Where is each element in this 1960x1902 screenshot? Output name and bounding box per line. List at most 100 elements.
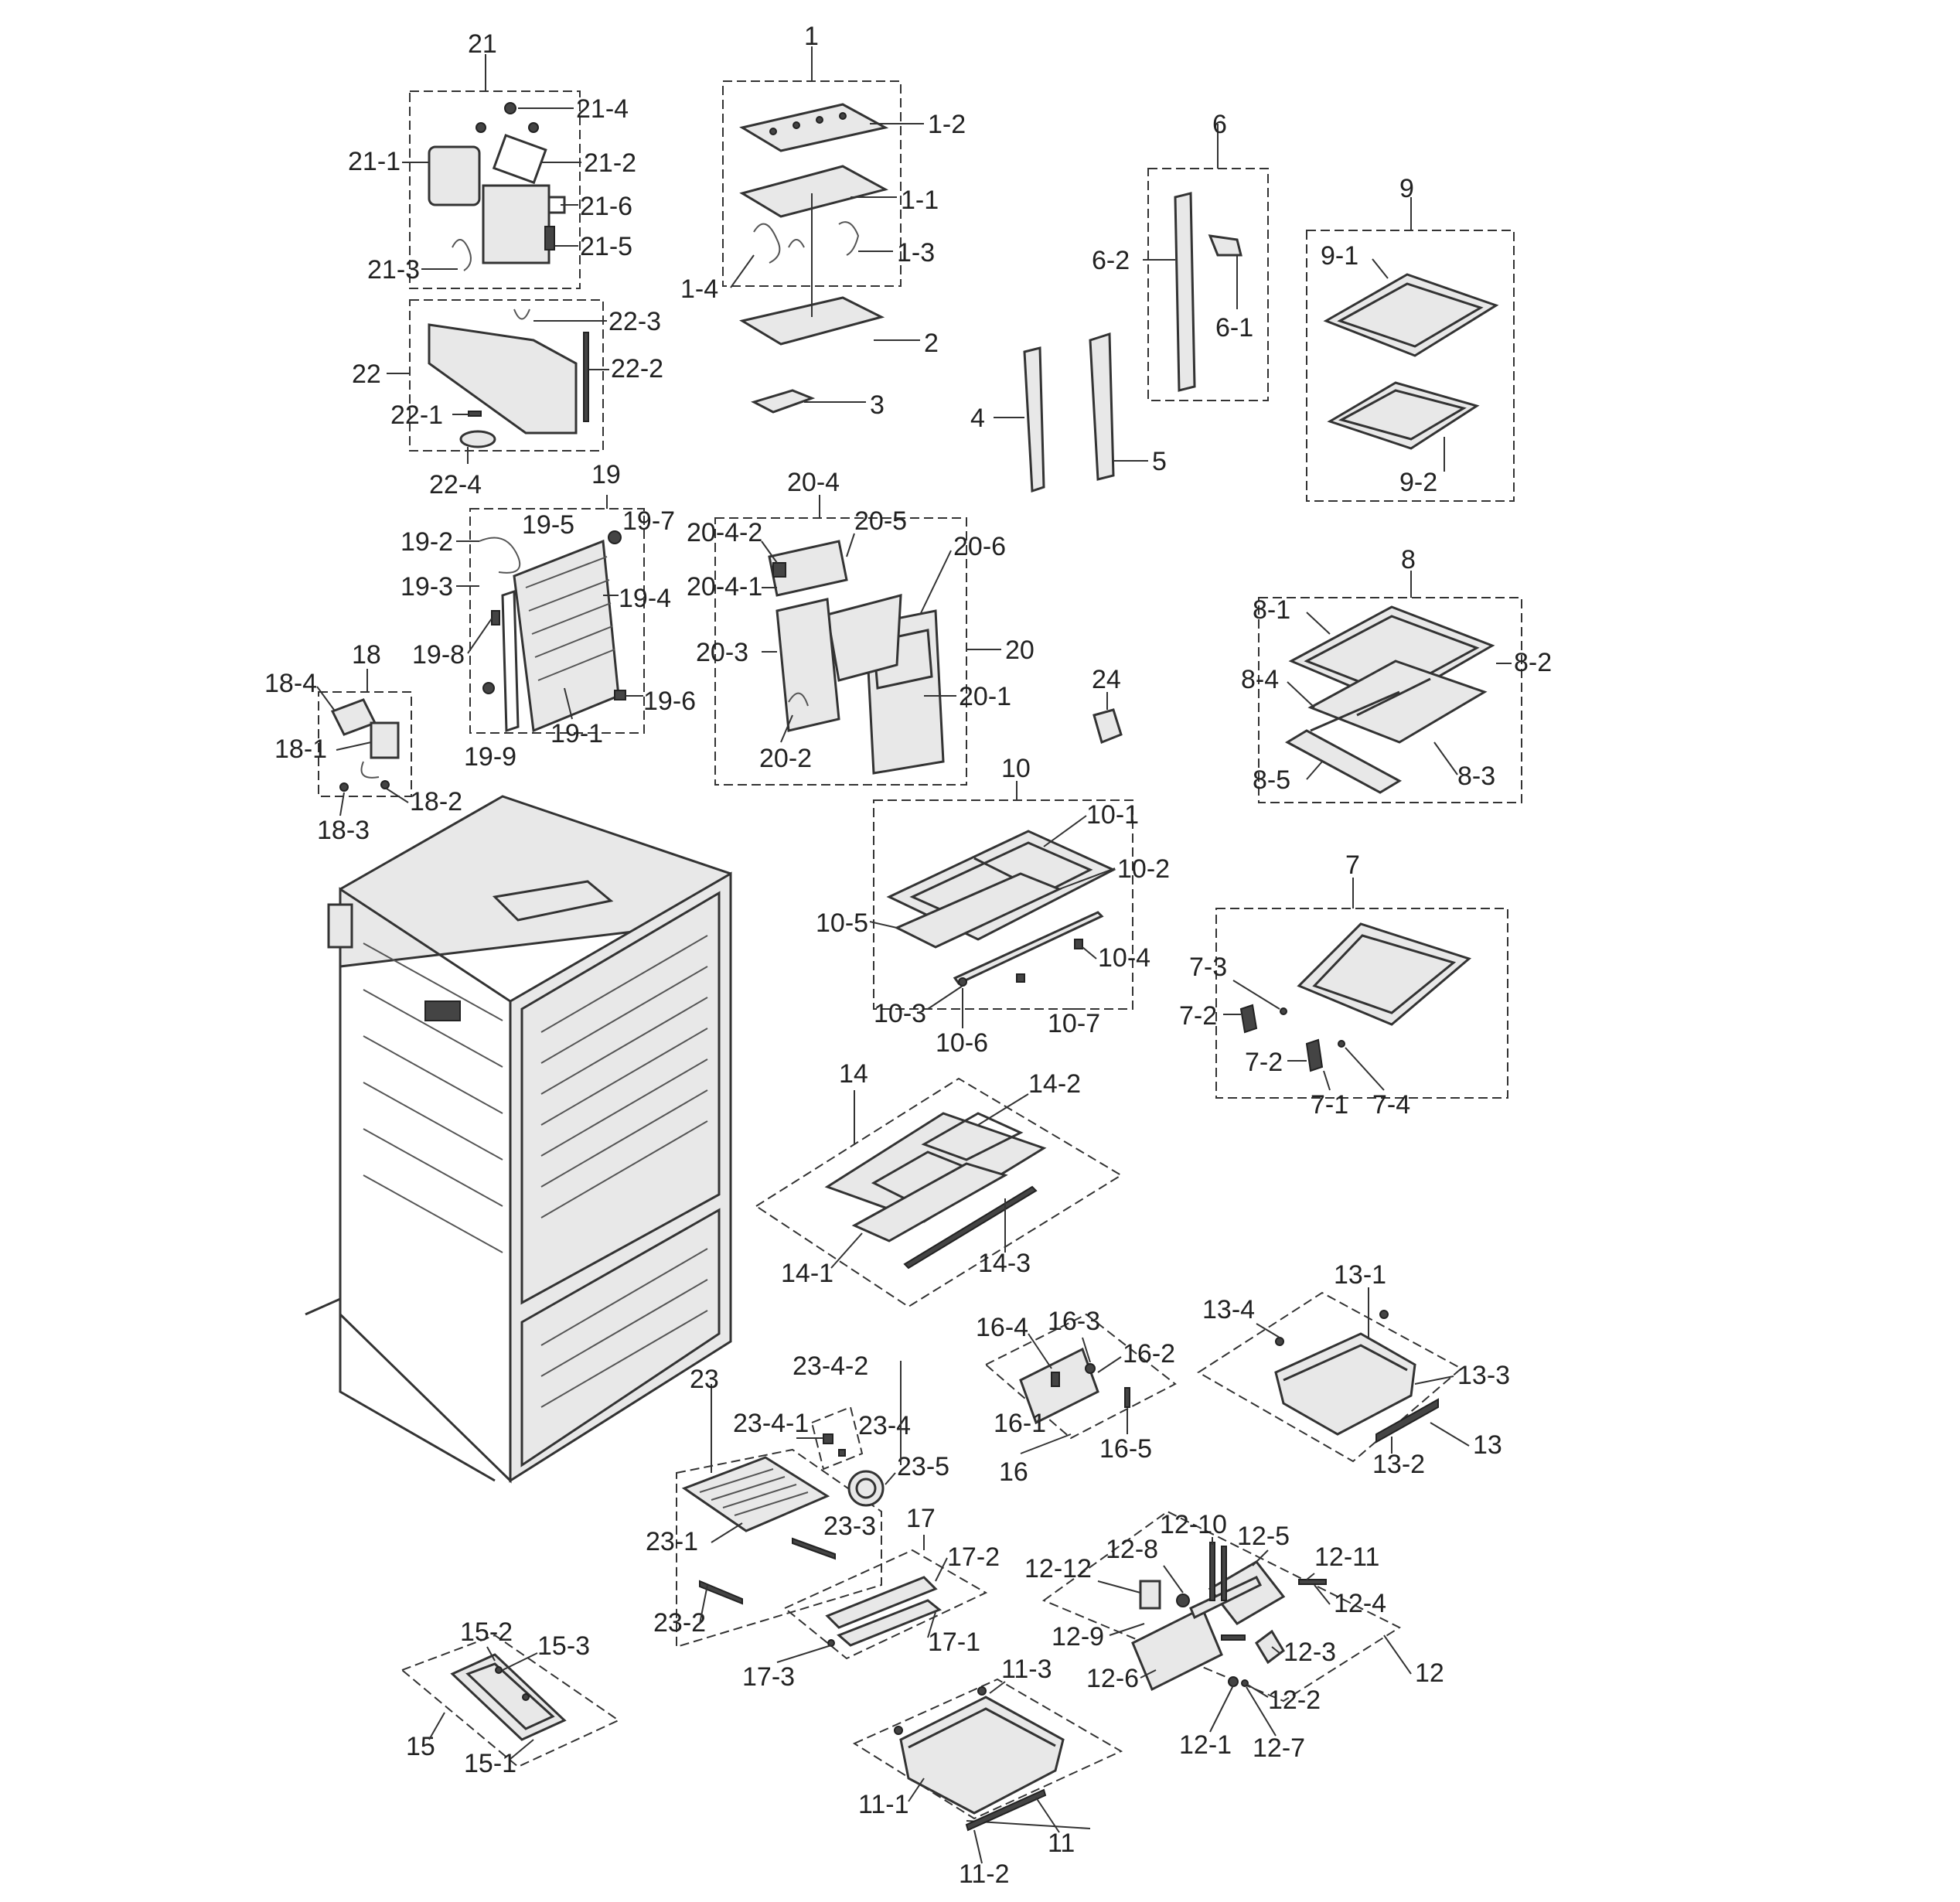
label-6-2: 6-2 [1092,246,1130,275]
label-4: 4 [970,404,985,433]
label-8-1: 8-1 [1253,595,1290,625]
label-23-3: 23-3 [823,1512,876,1541]
label-16: 16 [999,1457,1028,1487]
label-12: 12 [1415,1658,1444,1688]
label-18-3: 18-3 [317,816,370,845]
label-8-5: 8-5 [1253,765,1290,795]
group-23-tray [676,1384,885,1648]
label-10-6: 10-6 [936,1028,988,1058]
label-22-4: 22-4 [429,470,482,499]
label-19-8: 19-8 [412,640,465,670]
label-8: 8 [1401,545,1416,574]
label-20-5: 20-5 [854,506,907,536]
group-14-shelf [755,1077,1123,1308]
label-10-3: 10-3 [874,999,926,1028]
label-16-1: 16-1 [994,1409,1046,1438]
group-17-cover [783,1535,988,1660]
label-23-5: 23-5 [897,1452,949,1481]
label-19-5: 19-5 [522,510,574,540]
label-16-2: 16-2 [1123,1339,1175,1369]
label-23-2: 23-2 [653,1608,706,1638]
label-14-2: 14-2 [1028,1069,1081,1099]
label-14: 14 [839,1059,868,1089]
label-8-4: 8-4 [1241,665,1279,694]
label-20-3: 20-3 [696,638,748,667]
group-19-evaporator [469,495,645,734]
label-15-2: 15-2 [460,1617,513,1647]
group-18-fan [318,669,412,797]
group-4-5-6-rails [1023,124,1269,493]
label-23: 23 [690,1365,719,1394]
label-17: 17 [906,1504,936,1533]
label-21-5: 21-5 [580,232,632,261]
label-10-7: 10-7 [1048,1009,1100,1038]
label-23-4-2: 23-4-2 [793,1352,868,1381]
label-9-1: 9-1 [1321,241,1358,271]
label-21-2: 21-2 [584,148,636,178]
label-13-1: 13-1 [1334,1260,1386,1290]
label-14-1: 14-1 [781,1259,833,1288]
label-17-3: 17-3 [742,1662,795,1692]
label-10-1: 10-1 [1086,800,1139,830]
label-17-2: 17-2 [947,1542,1000,1572]
label-12-8: 12-8 [1106,1535,1158,1564]
label-12-2: 12-2 [1268,1686,1321,1715]
label-18-1: 18-1 [274,735,327,764]
group-16-cover [984,1313,1177,1440]
label-20-4-2: 20-4-2 [687,518,762,547]
label-6: 6 [1212,110,1227,139]
label-1: 1 [804,22,819,51]
label-15-3: 15-3 [537,1631,590,1661]
label-20-6: 20-6 [953,532,1006,561]
label-7-2a: 7-2 [1179,1001,1217,1031]
label-5: 5 [1152,447,1167,476]
label-16-3: 16-3 [1048,1307,1100,1336]
label-1-1: 1-1 [901,186,939,215]
label-11-1: 11-1 [858,1790,909,1819]
label-12-4: 12-4 [1334,1589,1386,1618]
label-19-4: 19-4 [619,584,671,613]
label-10-2: 10-2 [1117,854,1170,884]
label-24: 24 [1092,665,1121,694]
label-13-2: 13-2 [1372,1450,1425,1479]
label-21-1: 21-1 [348,147,401,176]
label-9: 9 [1399,174,1414,203]
group-11-drawer [852,1678,1123,1832]
label-18: 18 [352,640,381,670]
group-12-assembly [1041,1510,1402,1703]
group-1-control-panel [722,46,902,414]
label-16-5: 16-5 [1099,1434,1152,1464]
label-12-1: 12-1 [1179,1730,1232,1760]
label-1-3: 1-3 [897,238,935,268]
label-21-4: 21-4 [576,94,629,124]
label-13-3: 13-3 [1457,1361,1510,1390]
label-13: 13 [1473,1430,1502,1460]
label-23-4-1: 23-4-1 [733,1409,809,1438]
label-19-9: 19-9 [464,742,516,772]
label-18-2: 18-2 [410,787,462,816]
label-12-10: 12-10 [1160,1510,1227,1539]
label-19-1: 19-1 [551,719,603,748]
label-13-4: 13-4 [1202,1295,1255,1324]
label-20-4: 20-4 [787,468,840,497]
group-10-crisper-cover [873,781,1133,1010]
group-24-part [1092,692,1123,745]
label-17-1: 17-1 [928,1628,980,1657]
label-18-4: 18-4 [264,669,317,698]
label-10: 10 [1001,754,1031,783]
label-10-4: 10-4 [1098,943,1150,973]
label-12-7: 12-7 [1253,1733,1305,1763]
label-22-3: 22-3 [608,307,661,336]
label-20-4-1: 20-4-1 [687,572,762,602]
label-12-6: 12-6 [1086,1664,1139,1693]
label-23-4: 23-4 [858,1411,911,1440]
label-6-1: 6-1 [1215,313,1253,343]
label-21-6: 21-6 [580,192,632,221]
label-22-2: 22-2 [611,354,663,383]
label-7-1: 7-1 [1311,1090,1348,1120]
label-11-3: 11-3 [1001,1655,1052,1684]
label-20-1: 20-1 [959,682,1011,711]
label-7-2b: 7-2 [1245,1048,1283,1077]
label-12-3: 12-3 [1283,1638,1336,1667]
label-10-5: 10-5 [816,908,868,938]
